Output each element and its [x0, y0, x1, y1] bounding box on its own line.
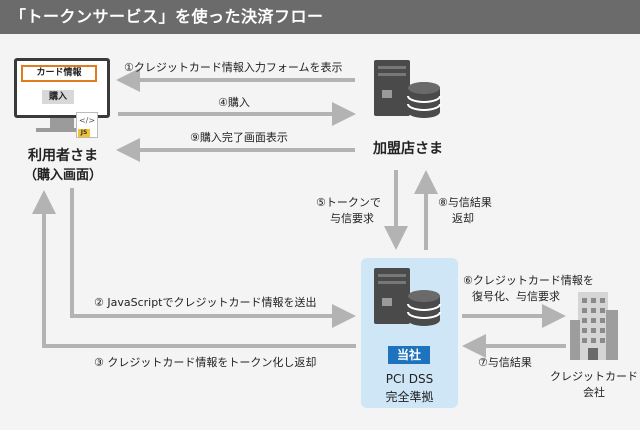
card-company-label-line2: 会社 [583, 386, 605, 399]
step7-label: ⑦与信結果 [478, 356, 532, 369]
step4-label: ④購入 [218, 96, 250, 109]
company-server-icon [374, 268, 441, 326]
building-icon [570, 292, 618, 360]
arrow-step2 [70, 188, 356, 328]
step6-label-line2: 復号化、与信要求 [472, 290, 560, 303]
merchant-server-icon [374, 60, 441, 118]
compliance-label: 完全準拠 [385, 390, 434, 404]
step3-label: ③ クレジットカード情報をトークン化し返却 [94, 356, 317, 369]
card-info-field: カード情報 [21, 65, 97, 82]
card-company-label-line1: クレジットカード [550, 370, 638, 383]
user-label: 利用者さま [28, 148, 98, 164]
step5-label-line1: ⑤トークンで [316, 196, 381, 209]
pci-dss-label: PCI DSS [385, 372, 434, 386]
step8-label-line1: ⑧与信結果 [438, 196, 492, 209]
monitor-base [36, 128, 88, 132]
js-tag: JS [78, 129, 90, 137]
user-sublabel: （購入画面） [23, 168, 102, 183]
arrow-step3 [32, 190, 356, 348]
step1-label: ①クレジットカード情報入力フォームを表示 [124, 61, 343, 74]
monitor-stand [50, 118, 74, 128]
company-badge: 当社 [388, 346, 430, 364]
step8-label-line2: 返却 [452, 212, 474, 225]
step2-label: ② JavaScriptでクレジットカード情報を送出 [94, 296, 317, 309]
merchant-label: 加盟店さま [373, 141, 443, 157]
page-title: 「トークンサービス」を使った決済フロー [0, 0, 640, 34]
step5-label-line2: 与信要求 [330, 212, 374, 225]
step6-label-line1: ⑥クレジットカード情報を [463, 274, 594, 287]
step9-label: ⑨購入完了画面表示 [190, 131, 288, 144]
buy-button: 購入 [42, 90, 74, 104]
